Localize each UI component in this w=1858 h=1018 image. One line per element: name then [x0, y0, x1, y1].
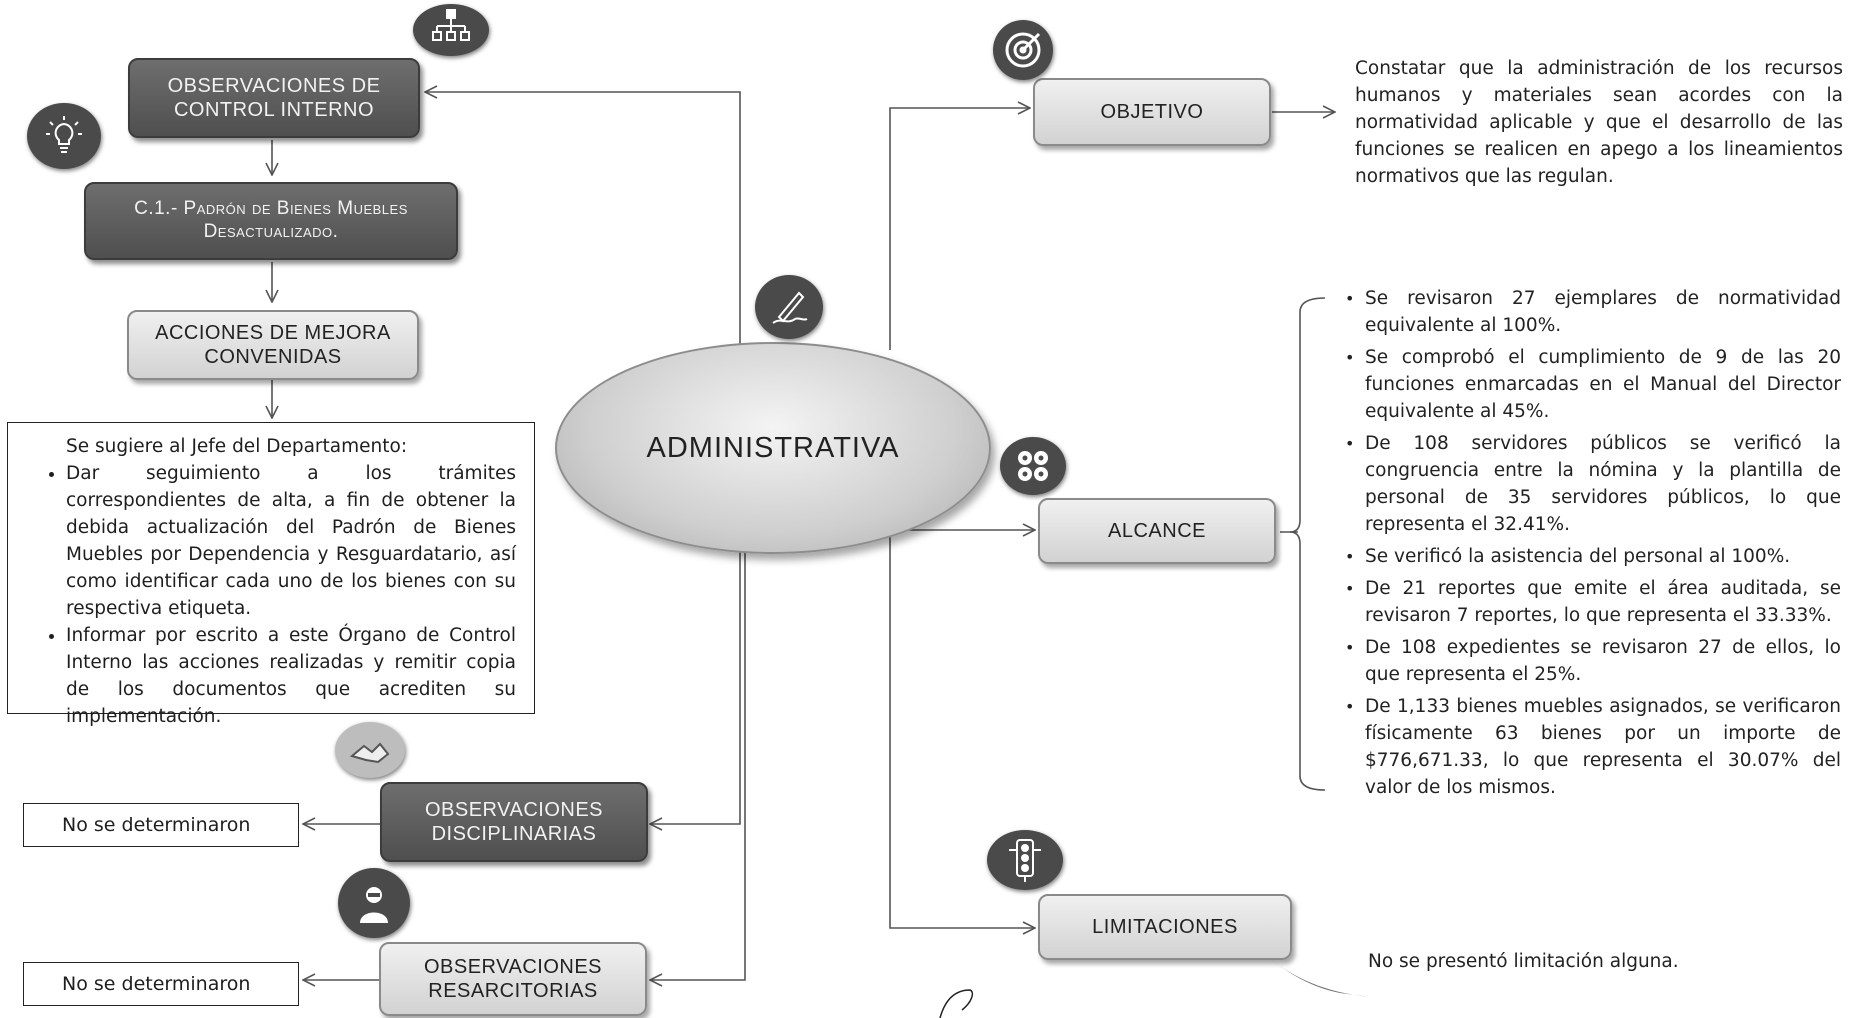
alcance-list: Se revisaron 27 ejemplares de normativid… — [1345, 285, 1841, 806]
observaciones-disciplinarias-label: OBSERVACIONES DISCIPLINARIAS — [424, 799, 604, 845]
alcance-box: ALCANCE — [1038, 498, 1276, 564]
padron-box: C.1.- Padrón de Bienes Muebles Desactual… — [84, 182, 458, 260]
person-icon — [338, 868, 410, 938]
panel-item: Dar seguimiento a los trámites correspon… — [66, 460, 516, 622]
observaciones-resarcitorias-label: OBSERVACIONES RESARCITORIAS — [423, 956, 603, 1002]
alcance-item: Se comprobó el cumplimiento de 9 de las … — [1345, 344, 1841, 425]
limitaciones-label: LIMITACIONES — [1092, 916, 1238, 938]
alcance-item: Se revisaron 27 ejemplares de normativid… — [1345, 285, 1841, 339]
gears-icon — [1000, 437, 1066, 495]
objetivo-text: Constatar que la administración de los r… — [1355, 58, 1843, 187]
resarcitorias-result: No se determinaron — [23, 962, 299, 1006]
alcance-item: De 108 expedientes se revisaron 27 de el… — [1345, 634, 1841, 688]
observaciones-control-interno-box: OBSERVACIONES DE CONTROL INTERNO — [128, 58, 420, 138]
observaciones-resarcitorias-box: OBSERVACIONES RESARCITORIAS — [379, 942, 647, 1016]
pen-signature-icon — [755, 275, 823, 339]
acciones-panel: Se sugiere al Jefe del Departamento: Dar… — [7, 422, 535, 727]
panel-intro: Se sugiere al Jefe del Departamento: — [66, 436, 408, 457]
alcance-label: ALCANCE — [1108, 520, 1206, 542]
objetivo-label: OBJETIVO — [1100, 101, 1204, 123]
observaciones-control-interno-label: OBSERVACIONES DE CONTROL INTERNO — [167, 75, 381, 121]
disciplinarias-result-text: No se determinaron — [62, 814, 251, 836]
alcance-item: De 108 servidores públicos se verificó l… — [1345, 430, 1841, 538]
traffic-light-icon — [987, 830, 1063, 890]
alcance-item: De 21 reportes que emite el área auditad… — [1345, 575, 1841, 629]
limitaciones-box: LIMITACIONES — [1038, 894, 1292, 960]
alcance-item: De 1,133 bienes muebles asignados, se ve… — [1345, 693, 1841, 801]
padron-label: C.1.- Padrón de Bienes Muebles Desactual… — [134, 198, 408, 242]
resarcitorias-result-text: No se determinaron — [62, 973, 251, 995]
observaciones-disciplinarias-box: OBSERVACIONES DISCIPLINARIAS — [380, 782, 648, 862]
target-icon — [993, 20, 1053, 80]
acciones-mejora-box: ACCIONES DE MEJORA CONVENIDAS — [127, 310, 419, 380]
org-chart-icon — [413, 4, 489, 56]
panel-item: Informar por escrito a este Órgano de Co… — [66, 622, 516, 730]
handshake-icon — [335, 722, 405, 778]
panel-list: Dar seguimiento a los trámites correspon… — [28, 460, 516, 730]
limitaciones-text: No se presentó limitación alguna. — [1368, 951, 1679, 972]
administrativa-node: ADMINISTRATIVA — [555, 342, 991, 554]
administrativa-label: ADMINISTRATIVA — [646, 431, 900, 464]
alcance-item: Se verificó la asistencia del personal a… — [1345, 543, 1841, 570]
lightbulb-icon — [27, 103, 101, 169]
acciones-mejora-label: ACCIONES DE MEJORA CONVENIDAS — [155, 322, 391, 368]
disciplinarias-result: No se determinaron — [23, 803, 299, 847]
objetivo-box: OBJETIVO — [1033, 78, 1271, 146]
